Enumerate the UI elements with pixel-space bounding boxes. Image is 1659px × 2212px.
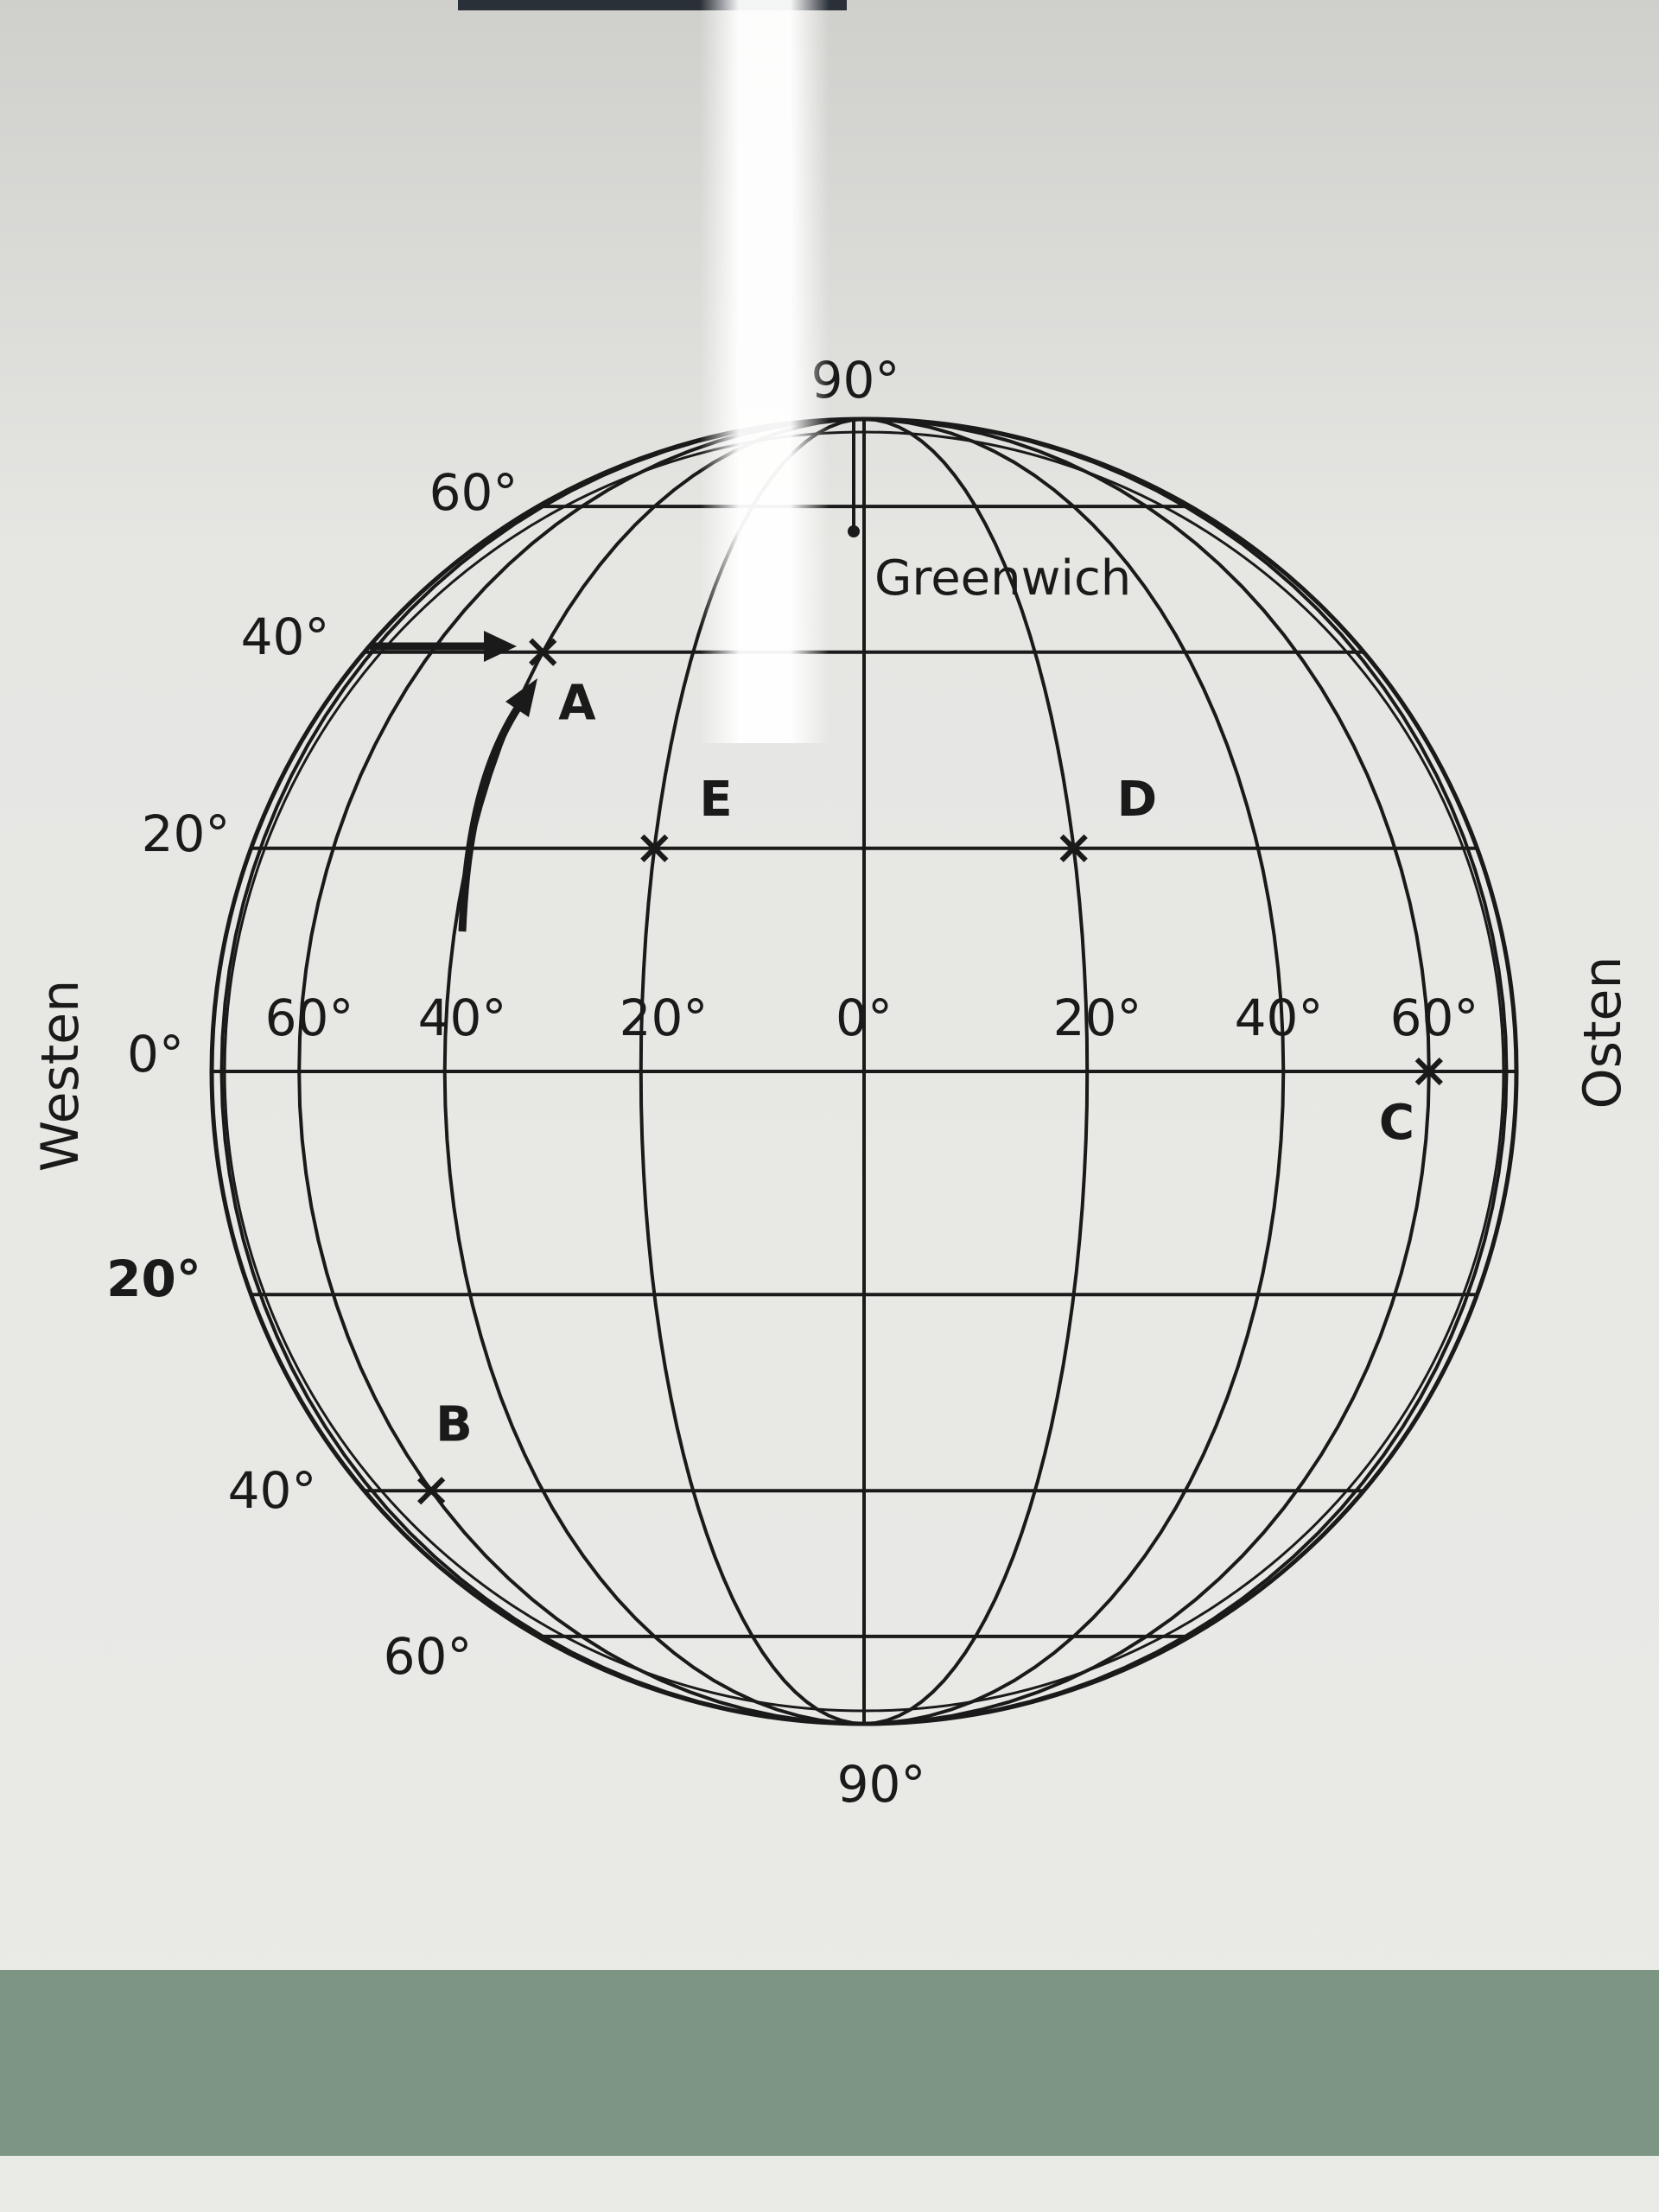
meridian-line <box>219 419 865 1724</box>
side-label-west: Westen <box>30 980 91 1172</box>
arrow-latitude <box>370 631 517 662</box>
globe-outline <box>209 416 1519 1726</box>
greenwich-dot <box>848 525 860 537</box>
lon-label-0: 0° <box>836 988 893 1047</box>
glare-reflection <box>700 0 830 743</box>
lat-label-equator: 0° <box>127 1025 184 1084</box>
point-label-b: B <box>435 1396 473 1452</box>
meridian-line <box>863 419 1090 1724</box>
point-a: A <box>529 638 596 732</box>
side-label-east: Osten <box>1573 957 1633 1109</box>
cross-mark <box>529 638 557 666</box>
meridian-line <box>297 419 865 1724</box>
meridian-line <box>863 419 1509 1724</box>
cross-mark <box>1414 1057 1443 1086</box>
globe-inner-outline <box>223 430 1505 1713</box>
point-e: E <box>640 772 733 862</box>
point-markers: A B C D E <box>417 638 1443 1505</box>
meridian-line <box>863 419 1286 1724</box>
lon-label-60w: 60° <box>265 988 354 1047</box>
cross-mark <box>640 834 669 862</box>
lat-label-60s: 60° <box>384 1627 473 1686</box>
lon-label-20e: 20° <box>1053 988 1142 1047</box>
greenwich-label: Greenwich <box>874 550 1131 607</box>
lat-label-20n: 20° <box>142 804 231 863</box>
lon-label-40e: 40° <box>1235 988 1324 1047</box>
point-label-a: A <box>558 676 596 732</box>
lat-label-40s: 40° <box>228 1461 317 1520</box>
lat-label-40n: 40° <box>241 607 330 666</box>
point-label-e: E <box>699 772 732 828</box>
lon-label-40w: 40° <box>418 988 507 1047</box>
lon-label-20w: 20° <box>620 988 709 1047</box>
lon-label-60e: 60° <box>1390 988 1479 1047</box>
point-d: D <box>1059 772 1157 862</box>
south-pole-label: 90° <box>837 1755 926 1814</box>
lat-label-60n: 60° <box>429 463 518 522</box>
lat-label-20s: 20° <box>106 1249 201 1308</box>
cross-mark <box>417 1477 446 1505</box>
point-c: C <box>1379 1057 1443 1151</box>
graticule <box>212 419 1516 1724</box>
cross-mark <box>1059 834 1088 862</box>
meridian-line <box>442 419 865 1724</box>
point-label-d: D <box>1117 772 1157 828</box>
bottom-band <box>0 1970 1659 2156</box>
point-label-c: C <box>1379 1095 1414 1151</box>
arrow-longitude <box>458 678 537 932</box>
point-b: B <box>417 1396 473 1505</box>
